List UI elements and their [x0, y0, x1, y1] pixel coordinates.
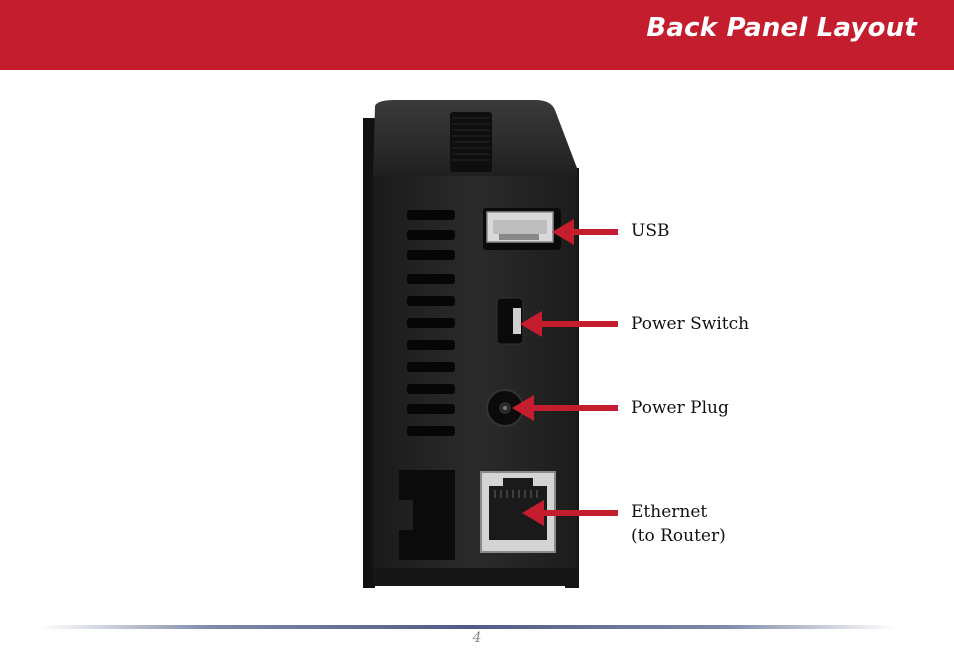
page-number: 4: [472, 630, 482, 646]
footer-divider: [40, 625, 896, 629]
label-ethernet: Ethernet: [631, 502, 708, 522]
label-power-plug: Power Plug: [631, 398, 729, 418]
header-bar: Back Panel Layout: [0, 0, 954, 70]
label-usb: USB: [631, 221, 670, 241]
page-title: Back Panel Layout: [646, 13, 917, 43]
device-back-panel-image: [363, 100, 579, 588]
label-ethernet-note: (to Router): [631, 526, 726, 546]
label-power-switch: Power Switch: [631, 314, 750, 334]
